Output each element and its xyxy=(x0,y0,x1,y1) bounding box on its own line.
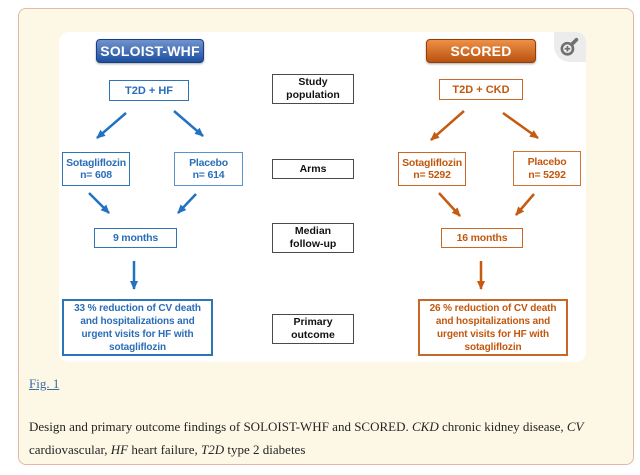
figure-image: SOLOIST-WHF T2D + HF Sotagliflozin n= 60… xyxy=(59,32,586,362)
figure-caption: Design and primary outcome findings of S… xyxy=(29,419,584,457)
arm-name: Placebo xyxy=(527,156,567,168)
scored-placebo-arm-box: Placebo n= 5292 xyxy=(513,151,581,186)
zoom-figure-button[interactable] xyxy=(554,32,586,62)
arm-name: Sotagliflozin xyxy=(402,156,462,169)
row-label-primary-outcome: Primary outcome xyxy=(272,314,354,344)
arm-n: n= 5292 xyxy=(413,169,451,181)
scored-title: SCORED xyxy=(426,39,536,63)
scored-population-box: T2D + CKD xyxy=(439,79,523,100)
scored-followup-box: 16 months xyxy=(441,228,523,248)
arm-n: n= 608 xyxy=(80,169,112,181)
soloist-whf-title: SOLOIST-WHF xyxy=(96,39,204,63)
soloist-population-box: T2D + HF xyxy=(109,80,189,101)
row-label-study-population: Study population xyxy=(272,74,354,104)
row-label-arms: Arms xyxy=(272,159,354,179)
soloist-treatment-arm-box: Sotagliflozin n= 608 xyxy=(62,152,130,186)
arm-name: Placebo xyxy=(189,156,228,169)
soloist-placebo-arm-box: Placebo n= 614 xyxy=(174,152,243,186)
magnifier-plus-icon xyxy=(560,37,579,56)
arm-n: n= 5292 xyxy=(528,168,566,181)
figure-link[interactable]: Fig. 1 xyxy=(29,376,60,391)
arm-n: n= 614 xyxy=(192,169,225,181)
figure-panel: SOLOIST-WHF T2D + HF Sotagliflozin n= 60… xyxy=(18,8,634,465)
row-label-median-followup: Median follow-up xyxy=(272,223,354,253)
soloist-followup-box: 9 months xyxy=(94,228,177,248)
soloist-outcome-box: 33 % reduction of CV death and hospitali… xyxy=(62,299,213,356)
scored-outcome-box: 26 % reduction of CV death and hospitali… xyxy=(418,299,568,356)
arm-name: Sotagliflozin xyxy=(66,156,126,169)
scored-treatment-arm-box: Sotagliflozin n= 5292 xyxy=(398,152,466,186)
